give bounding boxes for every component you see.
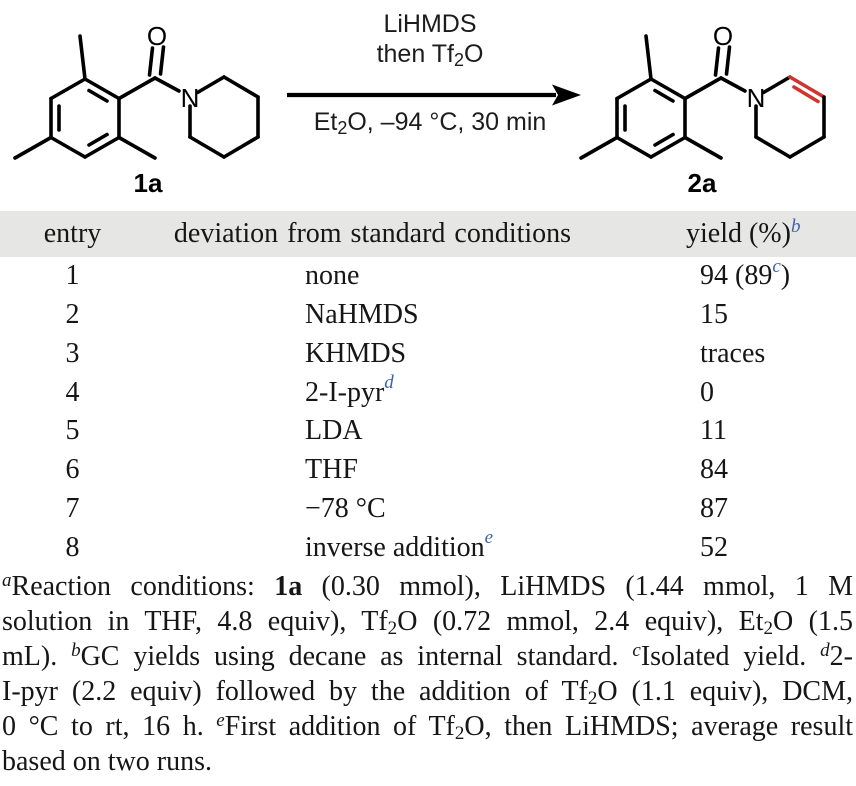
footnote-line: solution in THF, 4.8 equiv), Tf2O (0.72 … bbox=[2, 606, 854, 640]
oxygen-label: O bbox=[713, 21, 733, 51]
header-deviation: deviation from standard conditions bbox=[173, 218, 572, 249]
text-segment: e bbox=[216, 710, 225, 732]
scheme-drawing: O N 1a bbox=[13, 21, 826, 198]
entry-cell: 7 bbox=[65, 492, 80, 524]
entry-cell: 2 bbox=[65, 299, 80, 331]
text-segment: c bbox=[632, 640, 641, 662]
header-entry: entry bbox=[43, 218, 102, 249]
text-segment: 2 bbox=[763, 618, 774, 640]
deviation-cell: none bbox=[305, 260, 360, 292]
header-yield: yield (%)b bbox=[686, 216, 801, 249]
footnote-line: based on two runs. bbox=[2, 746, 212, 777]
reaction-scheme: O N 1a bbox=[0, 0, 856, 212]
reagents-above-arrow: LiHMDS then Tf2O bbox=[283, 9, 577, 71]
product-structure bbox=[579, 34, 826, 160]
oxygen-label: O bbox=[147, 21, 167, 51]
footnotes: aReaction conditions: 1a (0.30 mmol), Li… bbox=[2, 569, 853, 779]
reactant-label-1a: 1a bbox=[134, 168, 163, 198]
entry-cell: 3 bbox=[65, 337, 80, 369]
entry-cell: 1 bbox=[65, 260, 80, 292]
nitrogen-label: N bbox=[181, 83, 200, 113]
footnote-line: mL). bGC yields using decane as internal… bbox=[2, 640, 853, 672]
footnote-ref-b[interactable]: b bbox=[790, 216, 801, 238]
deviation-cell: KHMDS bbox=[305, 337, 407, 369]
entry-cell: 6 bbox=[65, 454, 80, 486]
text-segment: 2 bbox=[387, 618, 398, 640]
text-segment: d bbox=[820, 640, 830, 662]
footnote-line: aReaction conditions: 1a (0.30 mmol), Li… bbox=[2, 570, 853, 602]
footnote-ref-e[interactable]: e bbox=[484, 527, 494, 549]
reactant-structure bbox=[13, 34, 260, 160]
text-segment: 1a bbox=[274, 571, 303, 602]
footnote-ref-c[interactable]: c bbox=[772, 255, 781, 277]
footnote-ref-d[interactable]: d bbox=[384, 372, 394, 394]
conditions-below-arrow: Et2O, –94 °C, 30 min bbox=[313, 108, 547, 139]
table-header-row: entry deviation from standard conditions… bbox=[0, 211, 856, 257]
yield-cell: 0 bbox=[700, 376, 714, 408]
deviation-cell: NaHMDS bbox=[305, 299, 419, 331]
entry-cell: 5 bbox=[65, 415, 80, 447]
text-segment: a bbox=[2, 570, 12, 592]
text-segment: b bbox=[71, 640, 81, 662]
text-segment: 2 bbox=[587, 688, 598, 710]
deviation-cell: −78 °C bbox=[305, 492, 386, 524]
deviation-cell: THF bbox=[305, 454, 358, 486]
entry-cell: 8 bbox=[65, 531, 80, 563]
footnote-line: 0 °C to rt, 16 h. eFirst addition of Tf2… bbox=[2, 710, 853, 745]
product-label-2a: 2a bbox=[688, 168, 717, 198]
yield-cell: 87 bbox=[700, 492, 728, 524]
results-table: entry deviation from standard conditions… bbox=[0, 211, 856, 567]
entry-cell: 4 bbox=[65, 376, 80, 408]
yield-cell: 84 bbox=[700, 454, 728, 486]
deviation-cell: LDA bbox=[305, 415, 363, 447]
footnote-line: I-pyr (2.2 equiv) followed by the additi… bbox=[2, 676, 853, 710]
reagent-line-2: then Tf2O bbox=[376, 40, 484, 71]
reaction-arrow bbox=[287, 84, 581, 106]
yield-cell: 15 bbox=[700, 299, 728, 331]
yield-cell: 11 bbox=[700, 415, 727, 447]
yield-cell: traces bbox=[700, 337, 766, 369]
yield-cell: 52 bbox=[700, 531, 728, 563]
text-segment: 2 bbox=[454, 723, 465, 745]
nitrogen-label: N bbox=[747, 83, 766, 113]
reagent-line-1: LiHMDS bbox=[383, 10, 477, 38]
enamide-double-bond bbox=[788, 75, 826, 104]
